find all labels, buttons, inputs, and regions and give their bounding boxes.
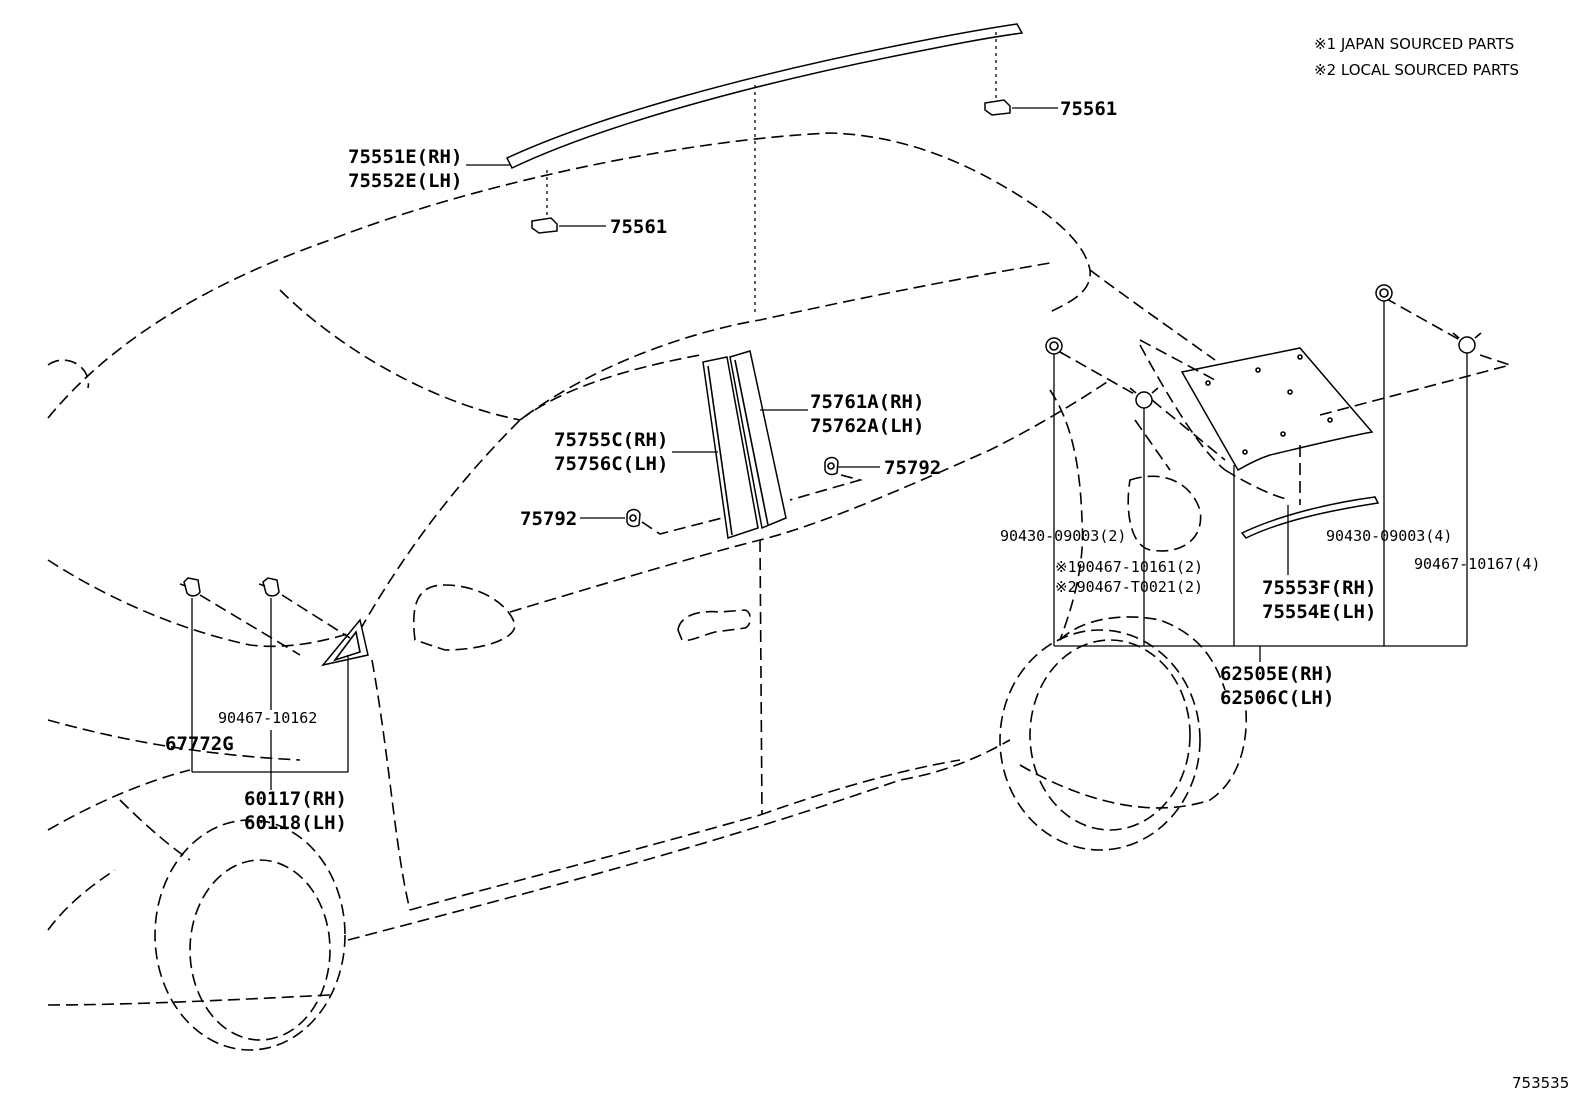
clip-75561-top xyxy=(984,99,1011,116)
label-cover-67772g: 67772G xyxy=(165,733,234,755)
label-roof-molding-rh: 75551E(RH) xyxy=(348,146,462,168)
label-pillar-outer-rh: 75761A(RH) xyxy=(810,391,924,413)
note-local-sourced: ※2 LOCAL SOURCED PARTS xyxy=(1314,61,1519,79)
clip-67772g xyxy=(179,577,201,597)
car-body-outline xyxy=(47,132,1291,1051)
label-screw-09003-2: 90430-09003(2) xyxy=(1000,527,1126,545)
clip-90467-10167 xyxy=(1452,332,1482,354)
label-pillar-inner-rh: 75755C(RH) xyxy=(554,429,668,451)
label-spoiler-lh: 62506C(LH) xyxy=(1220,687,1334,709)
label-mirror-cover-lh: 60118(LH) xyxy=(244,812,347,834)
label-pillar-inner-lh: 75756C(LH) xyxy=(554,453,668,475)
label-clip-75792-left: 75792 xyxy=(520,508,577,530)
screw-90430-09003-right xyxy=(1375,284,1393,302)
label-quarter-molding-lh: 75554E(LH) xyxy=(1262,601,1376,623)
quarter-window-molding xyxy=(1240,496,1380,539)
leader-lines xyxy=(191,107,1468,790)
pillar-molding-inner xyxy=(702,356,759,539)
pillar-molding-outer xyxy=(729,350,787,530)
clip-90467-10162 xyxy=(258,577,280,597)
roof-drip-molding xyxy=(505,23,1024,169)
label-clip-75561-top: 75561 xyxy=(1060,98,1117,120)
clip-75792-right xyxy=(824,456,839,476)
rear-spoiler xyxy=(1180,347,1374,472)
label-spoiler-rh: 62505E(RH) xyxy=(1220,663,1334,685)
label-clip-75561-mid: 75561 xyxy=(610,216,667,238)
label-clip-75792-right: 75792 xyxy=(884,457,941,479)
label-clip-10167-4: 90467-10167(4) xyxy=(1414,555,1540,573)
clip-75792-left xyxy=(626,508,641,528)
label-screw-09003-4: 90430-09003(4) xyxy=(1326,527,1452,545)
label-clip-10161-2: ※190467-10161(2) xyxy=(1055,558,1203,576)
label-pillar-outer-lh: 75762A(LH) xyxy=(810,415,924,437)
label-roof-molding-lh: 75552E(LH) xyxy=(348,170,462,192)
screw-90430-09003-left xyxy=(1045,337,1063,355)
label-clip-t0021-2: ※290467-T0021(2) xyxy=(1055,578,1203,596)
label-quarter-molding-rh: 75553F(RH) xyxy=(1262,577,1376,599)
clip-75561-mid xyxy=(531,217,558,234)
figure-reference-number: 753535 xyxy=(1512,1074,1569,1092)
label-clip-10162: 90467-10162 xyxy=(218,709,317,727)
mirror-base-cover xyxy=(321,618,369,667)
label-mirror-cover-rh: 60117(RH) xyxy=(244,788,347,810)
clip-90467-10161 xyxy=(1129,387,1159,409)
note-japan-sourced: ※1 JAPAN SOURCED PARTS xyxy=(1314,35,1514,53)
